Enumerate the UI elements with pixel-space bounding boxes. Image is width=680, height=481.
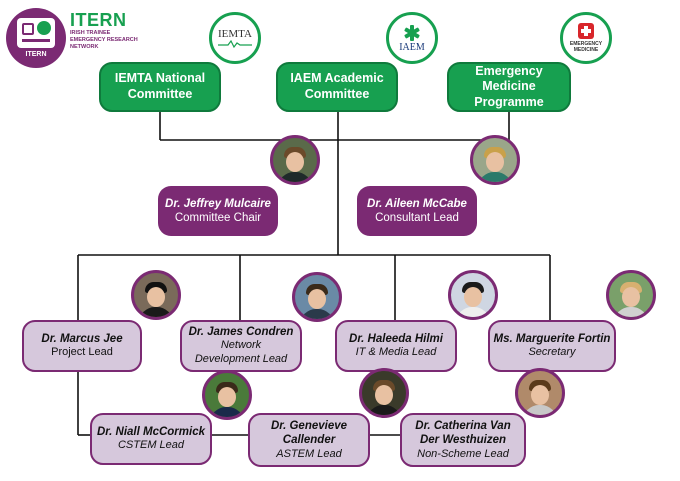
person-role: Network Development Lead — [194, 339, 288, 366]
avatar-haleeda — [448, 270, 498, 320]
avatar-niall — [202, 370, 252, 420]
committee-box-iemta: IEMTA National Committee — [99, 62, 221, 112]
avatar-jeffrey — [270, 135, 320, 185]
lead-box-consultant: Dr. Aileen McCabe Consultant Lead — [357, 186, 477, 236]
ecg-wave-icon — [218, 40, 252, 48]
logo-subtitle-line: IRISH TRAINEE — [70, 30, 111, 36]
itern-logo: ITERN — [6, 8, 66, 68]
person-role: Committee Chair — [174, 212, 262, 224]
emp-badge: EMERGENCY MEDICINE — [560, 12, 612, 64]
person-name: Dr. Jeffrey Mulcaire — [165, 197, 271, 210]
logo-emblem-icon — [17, 18, 55, 48]
person-name: Dr. James Condren — [188, 326, 294, 339]
team-box-it-media: Dr. Haleeda Hilmi IT & Media Lead — [335, 320, 457, 372]
team-box-astem: Dr. Genevieve Callender ASTEM Lead — [248, 413, 370, 467]
avatar-marcus — [131, 270, 181, 320]
person-role: CSTEM Lead — [117, 439, 185, 452]
person-name: Ms. Marguerite Fortin — [493, 332, 611, 345]
avatar-catherina — [515, 368, 565, 418]
emp-badge-text: EMERGENCY MEDICINE — [569, 41, 603, 53]
avatar-genevieve — [359, 368, 409, 418]
iemta-badge-text: IEMTA — [218, 28, 252, 40]
person-role: Secretary — [528, 346, 576, 359]
team-box-secretary: Ms. Marguerite Fortin Secretary — [488, 320, 616, 372]
avatar-aileen — [470, 135, 520, 185]
iaem-badge: IAEM — [386, 12, 438, 64]
person-role: IT & Media Lead — [355, 346, 437, 359]
logo-subtitle: IRISH TRAINEE EMERGENCY RESEARCH NETWORK — [70, 30, 138, 51]
team-box-non-scheme: Dr. Catherina Van Der Westhuizen Non-Sch… — [400, 413, 526, 467]
person-name: Dr. Genevieve Callender — [270, 419, 348, 447]
lead-box-chair: Dr. Jeffrey Mulcaire Committee Chair — [158, 186, 278, 236]
person-name: Dr. Marcus Jee — [41, 332, 123, 345]
iaem-badge-text: IAEM — [399, 41, 425, 53]
person-name: Dr. Haleeda Hilmi — [349, 332, 443, 345]
team-box-network-development: Dr. James Condren Network Development Le… — [180, 320, 302, 372]
committee-label: IAEM Academic Committee — [290, 71, 384, 101]
logo-subtitle-line: EMERGENCY RESEARCH — [70, 37, 138, 43]
person-role: ASTEM Lead — [276, 447, 342, 460]
person-role: Project Lead — [51, 346, 113, 359]
person-role: Non-Scheme Lead — [417, 447, 509, 460]
committee-label: Emergency Medicine Programme — [474, 63, 544, 109]
medical-cross-icon — [578, 23, 594, 39]
team-box-project-lead: Dr. Marcus Jee Project Lead — [22, 320, 142, 372]
person-role: Consultant Lead — [375, 212, 459, 224]
committee-label: IEMTA National Committee — [114, 71, 206, 101]
logo-emblem-text: ITERN — [25, 51, 47, 58]
committee-box-iaem: IAEM Academic Committee — [276, 62, 398, 112]
person-name: Dr. Niall McCormick — [96, 425, 205, 438]
avatar-james — [292, 272, 342, 322]
iemta-badge: IEMTA — [209, 12, 261, 64]
logo-title: ITERN — [70, 10, 127, 30]
logo-subtitle-line: NETWORK — [70, 44, 99, 50]
person-name: Dr. Aileen McCabe — [367, 197, 467, 210]
star-of-life-icon — [404, 24, 420, 41]
committee-box-em-programme: Emergency Medicine Programme — [447, 62, 571, 112]
person-name: Dr. Catherina Van Der Westhuizen — [415, 419, 511, 447]
team-box-cstem: Dr. Niall McCormick CSTEM Lead — [90, 413, 212, 465]
avatar-marguerite — [606, 270, 656, 320]
